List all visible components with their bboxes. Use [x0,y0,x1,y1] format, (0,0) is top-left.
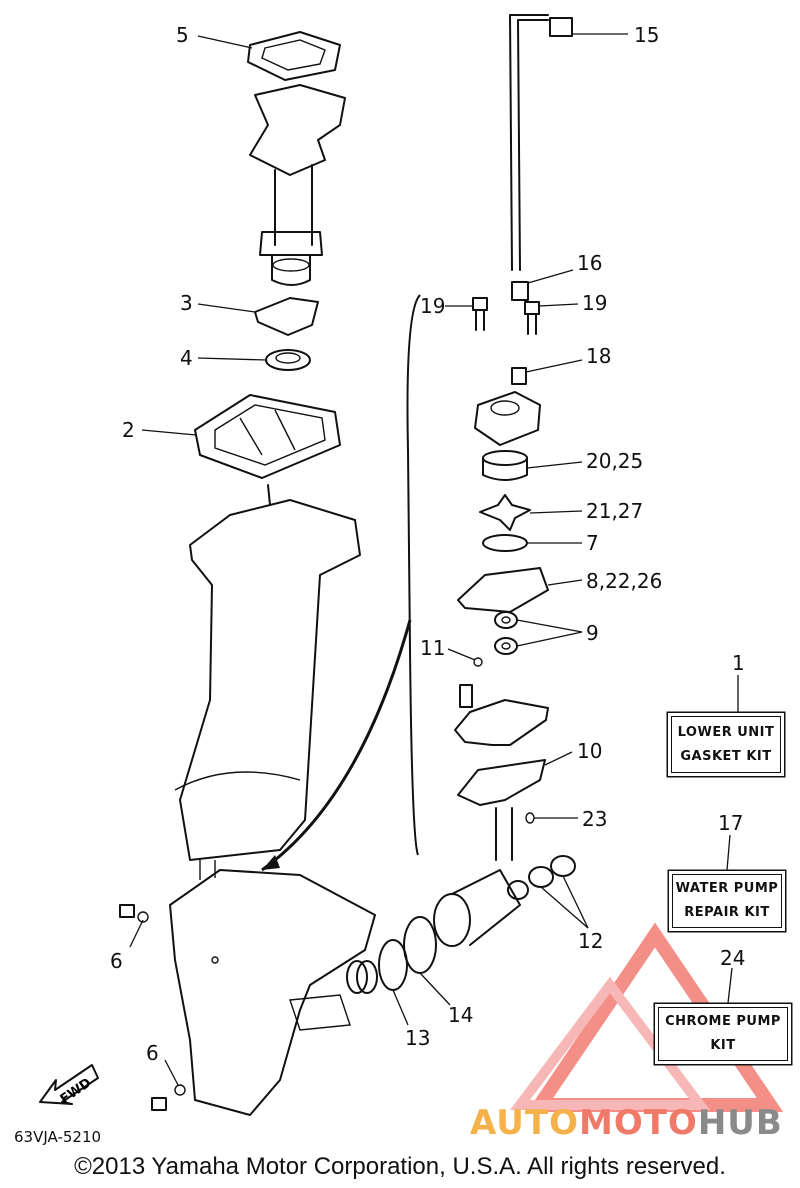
ball-11 [473,657,483,667]
callout-13: 13 [405,1026,430,1050]
fwd-label: FWD [58,1075,95,1107]
callout-17: 17 [718,811,743,835]
bolt-19-right [524,301,540,335]
kit-line: CHROME PUMP [665,1014,781,1029]
callout-4: 4 [180,346,193,370]
callout-2: 2 [122,418,135,442]
o-ring-3 [254,297,319,336]
callout-16: 16 [577,251,602,275]
callout-11: 11 [420,636,445,660]
lower-casing [169,860,376,1116]
bolt-6-upper [119,904,149,923]
gasket-10 [457,759,546,806]
driveshaft-housing [174,484,361,861]
callout-6-upper: 6 [110,949,123,973]
prop-shaft-housing [433,855,576,947]
kit-line: WATER PUMP [675,881,779,896]
callout-21-27: 21,27 [586,499,643,523]
diagram-code: 63VJA-5210 [14,1128,102,1146]
impeller [479,494,531,531]
o-ring-7 [482,534,528,552]
seal-4 [265,349,311,371]
bolt-6-lower [151,1084,186,1111]
water-tube [509,14,573,301]
fwd-arrow-icon: FWD [39,1064,99,1107]
gasket-2 [194,394,341,479]
o-ring-13 [378,939,408,991]
callout-6-lower: 6 [146,1041,159,1065]
lower-unit-gasket-kit-label: LOWER UNIT GASKET KIT [671,716,781,773]
copyright-notice: ©2013 Yamaha Motor Corporation, U.S.A. A… [74,1153,726,1180]
watermark-part: MOTO [578,1103,698,1143]
leader-lines [129,33,739,1086]
thrust-washer [346,960,378,994]
assembly-arrow [261,619,412,872]
lower-pump-housing [454,684,549,746]
callout-12: 12 [578,929,603,953]
callout-24: 24 [720,946,745,970]
kit-line: LOWER UNIT [677,724,775,740]
chrome-pump-kit-label: CHROME PUMP KIT [658,1007,788,1061]
watermark-part: HUB [697,1103,783,1143]
assembly-arrow-head [262,855,280,870]
kit-line: KIT [710,1038,736,1053]
callout-8-22-26: 8,22,26 [586,569,662,593]
watermark-part: AUTO [470,1103,579,1143]
callout-20-25: 20,25 [586,449,643,473]
pump-housing [474,367,541,446]
callout-7: 7 [586,531,599,555]
exhaust-guide [249,84,346,286]
insert-cartridge [482,450,528,481]
o-ring-14 [403,916,437,974]
watermark-text: AUTOMOTOHUB [470,1103,783,1143]
callout-19-left: 19 [420,294,445,318]
water-pump-repair-kit-label: WATER PUMP REPAIR KIT [672,874,782,928]
callout-3: 3 [180,291,193,315]
kit-line: REPAIR KIT [684,905,770,920]
callout-18: 18 [586,344,611,368]
callout-19-right: 19 [582,291,607,315]
callout-10: 10 [577,739,602,763]
outer-plate [457,567,549,613]
shaft [495,807,535,861]
assembly-bracket [406,294,421,856]
kit-line: GASKET KIT [680,748,772,764]
gasket-top [247,31,341,81]
callout-15: 15 [634,23,659,47]
callout-23: 23 [582,807,607,831]
bolt-19-left [472,297,488,331]
callout-5: 5 [176,23,189,47]
callout-9: 9 [586,621,599,645]
callout-1: 1 [732,651,745,675]
bearings [494,611,518,655]
callout-14: 14 [448,1003,473,1027]
